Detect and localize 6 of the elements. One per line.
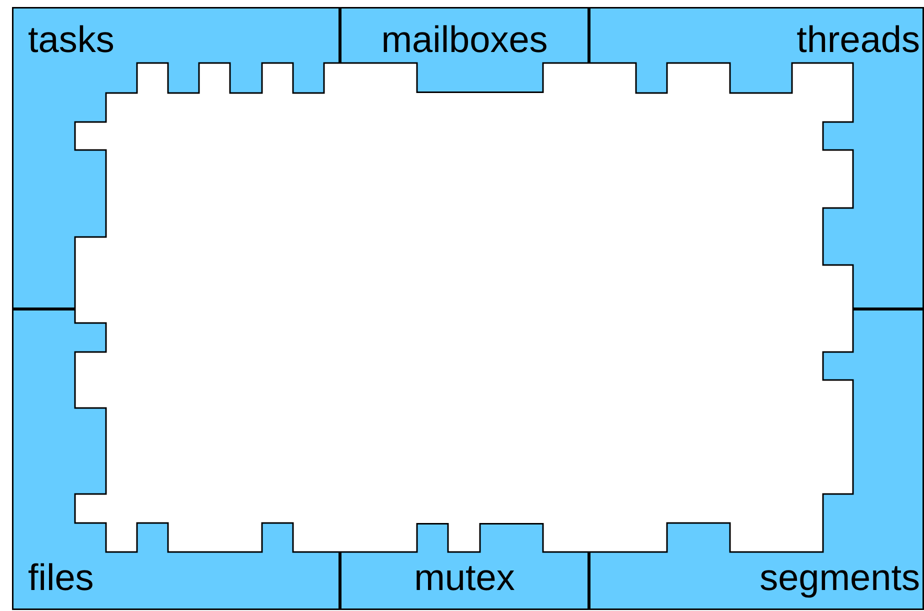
piece-label: tasks: [28, 21, 114, 58]
piece-label: segments: [760, 559, 920, 596]
piece-label: mailboxes: [380, 21, 549, 58]
piece-label: threads: [796, 21, 920, 58]
piece-label: mutex: [413, 559, 516, 596]
piece-label: files: [28, 559, 94, 596]
